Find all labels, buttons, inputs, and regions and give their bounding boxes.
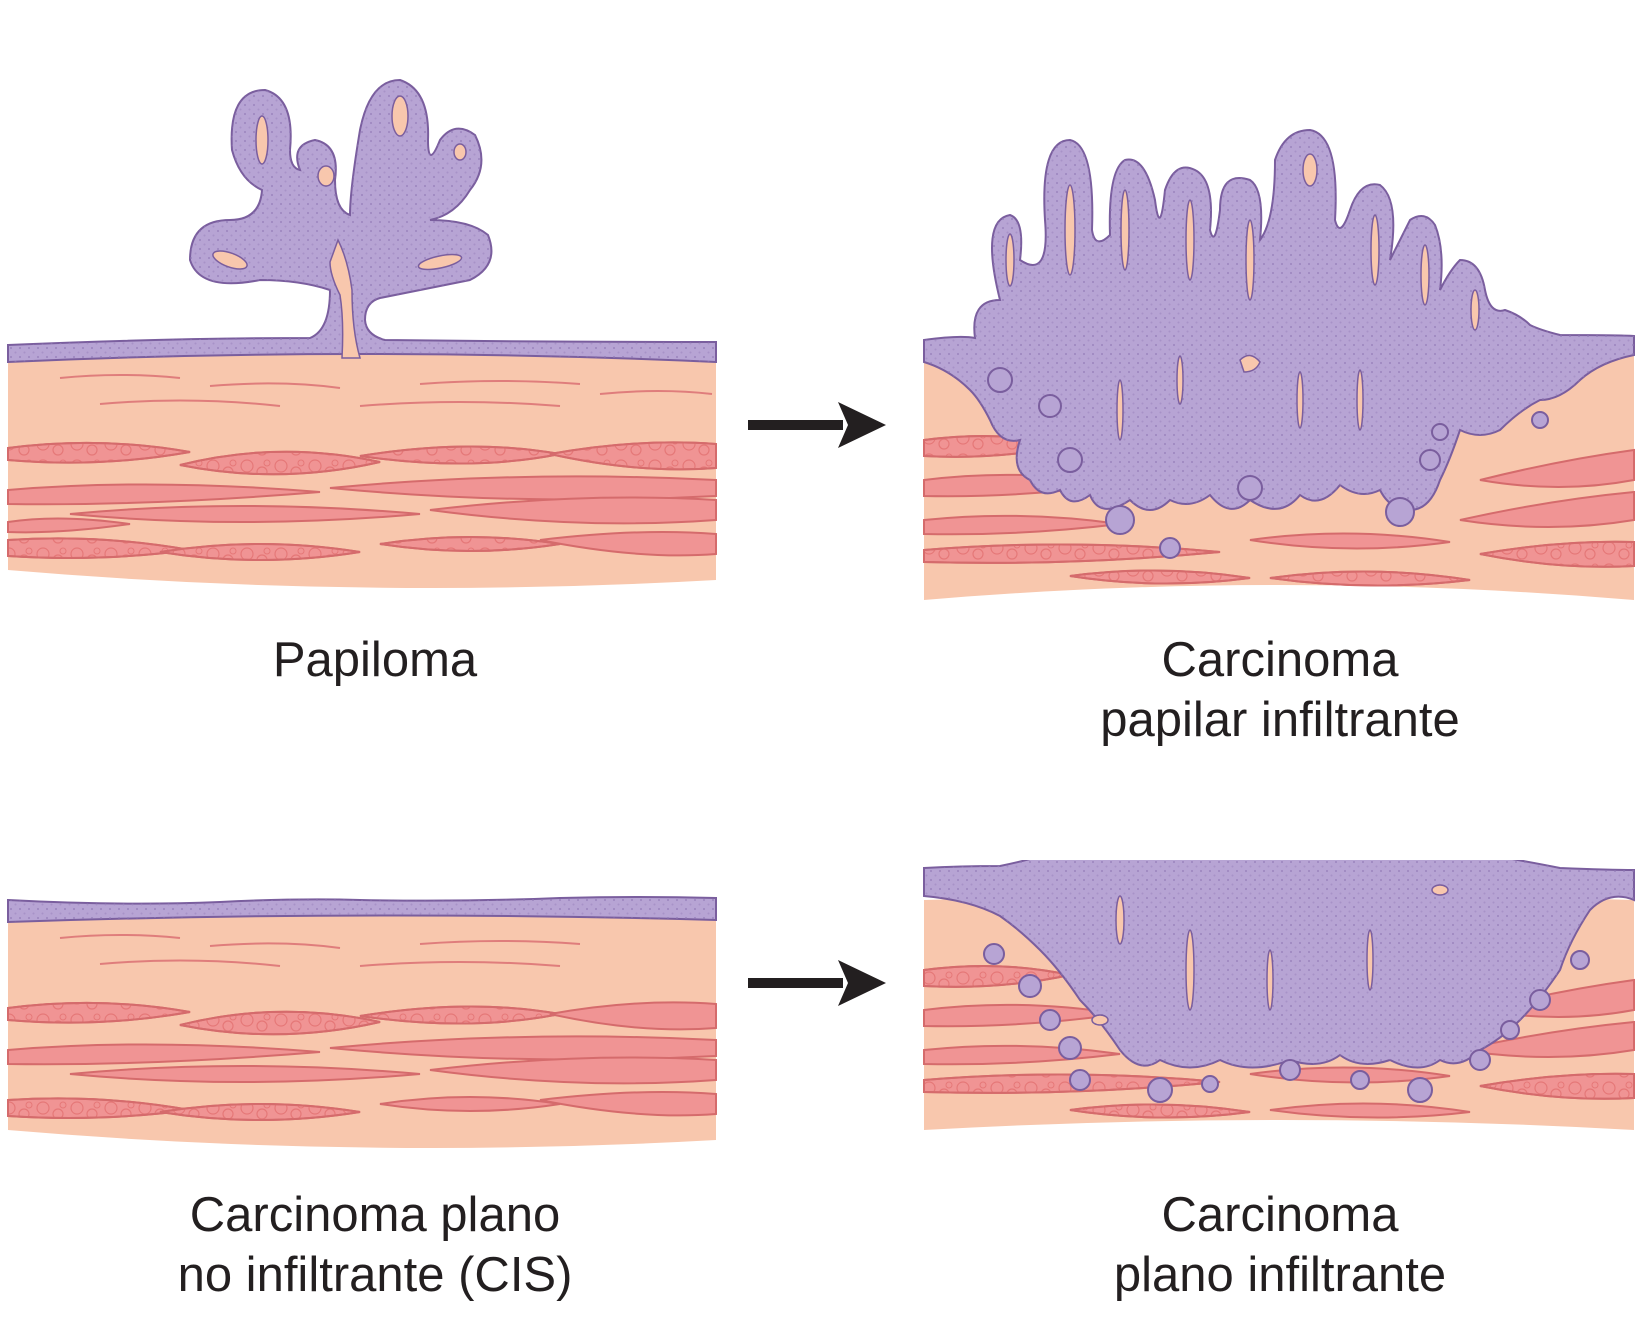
papilla-stalk	[329, 238, 361, 359]
caption-line: no infiltrante (CIS)	[177, 1248, 573, 1302]
muscle-layer	[7, 441, 717, 561]
stroma	[8, 350, 716, 588]
caption-line: Carcinoma	[1161, 633, 1399, 687]
arrow-icon	[748, 960, 886, 1006]
invasive-flat-diagram	[923, 860, 1635, 1130]
invasive-flat-caption: Carcinoma plano infiltrante	[1020, 1185, 1540, 1305]
caption-line: papilar infiltrante	[1100, 693, 1460, 747]
invasive-papillary-diagram	[923, 128, 1635, 600]
invasive-nests	[983, 943, 1590, 1103]
flat-cis-diagram	[7, 896, 717, 1148]
caption-line: Carcinoma plano	[189, 1188, 561, 1242]
papilloma-diagram	[7, 78, 717, 588]
caption-line: Papiloma	[272, 633, 478, 687]
caption-line: Carcinoma	[1161, 1188, 1399, 1242]
invasive-papillary-caption: Carcinoma papilar infiltrante	[1020, 630, 1540, 750]
arrow-icon	[748, 402, 886, 448]
stroma	[8, 915, 716, 1148]
muscle-layer	[7, 1001, 717, 1121]
caption-line: plano infiltrante	[1113, 1248, 1447, 1302]
muscle-layer	[923, 435, 1635, 587]
papilloma-caption: Papiloma	[170, 630, 580, 690]
muscle-layer	[923, 965, 1635, 1119]
invasive-nests	[987, 367, 1549, 559]
flat-cis-caption: Carcinoma plano no infiltrante (CIS)	[100, 1185, 650, 1305]
